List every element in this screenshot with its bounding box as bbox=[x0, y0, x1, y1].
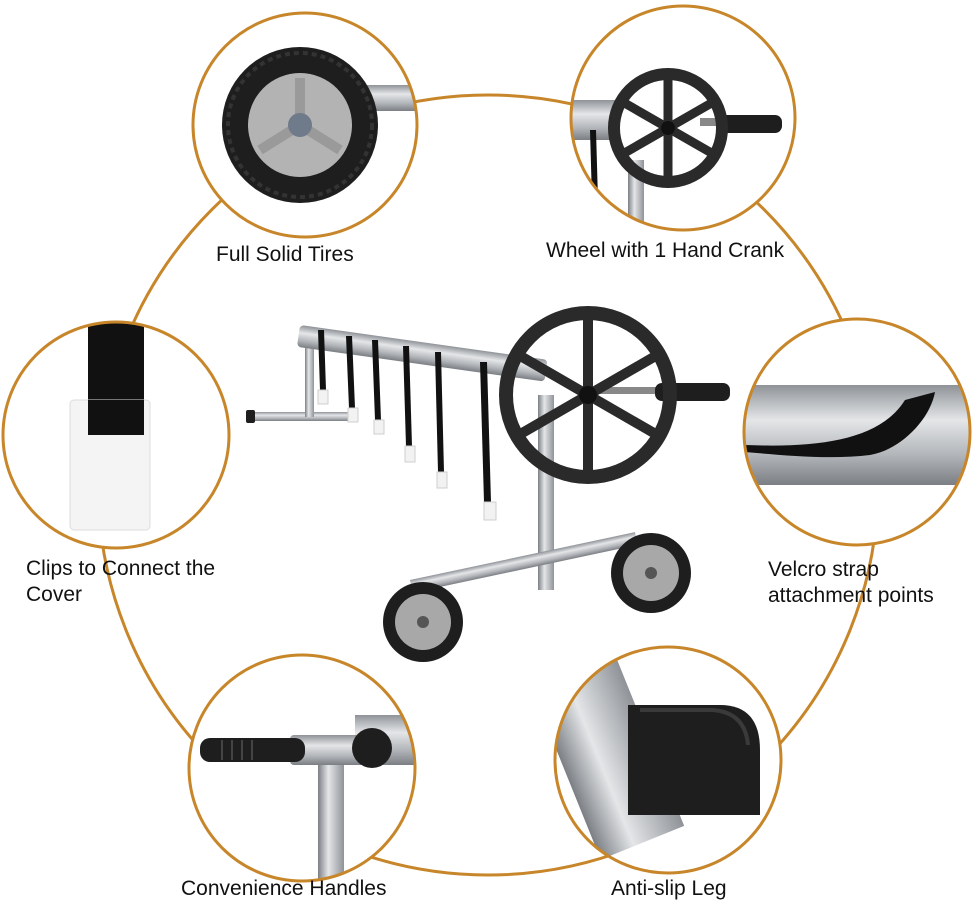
label-clips: Clips to Connect the Cover bbox=[26, 557, 216, 607]
detail-velcro bbox=[742, 317, 972, 547]
label-handles: Convenience Handles bbox=[181, 877, 387, 900]
detail-leg bbox=[553, 645, 783, 875]
label-velcro: Velcro strap attachment points bbox=[768, 558, 934, 608]
detail-handles bbox=[187, 653, 417, 883]
detail-tires bbox=[191, 11, 419, 239]
pool-cover-reel bbox=[246, 306, 730, 662]
label-anti-slip-leg: Anti-slip Leg bbox=[611, 877, 727, 900]
label-hand-crank: Wheel with 1 Hand Crank bbox=[546, 239, 785, 262]
detail-crank bbox=[569, 4, 797, 232]
label-full-solid-tires: Full Solid Tires bbox=[216, 243, 354, 266]
detail-clips bbox=[1, 320, 231, 550]
